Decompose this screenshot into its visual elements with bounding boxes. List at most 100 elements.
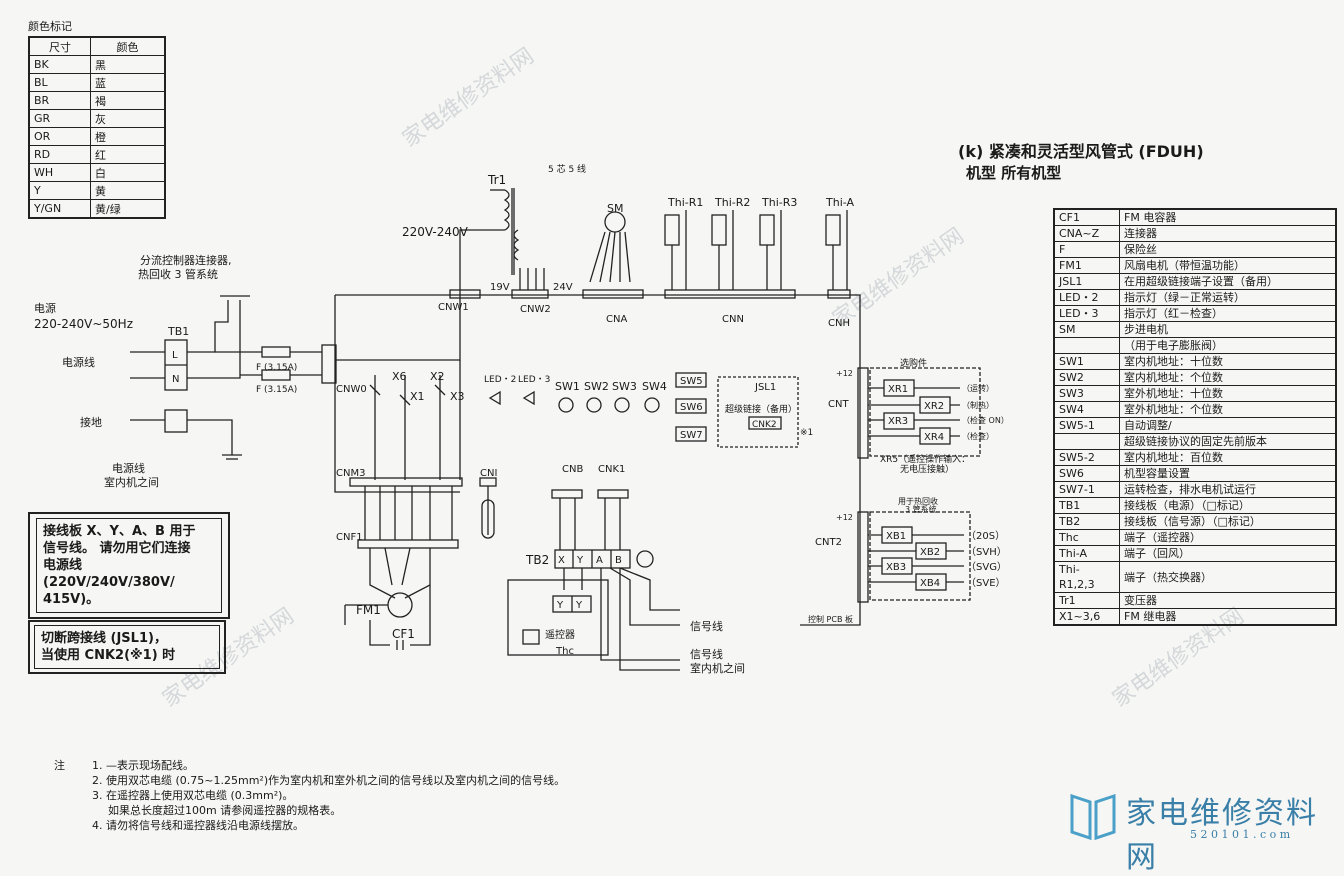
svg-text:Thi-R1: Thi-R1 — [667, 196, 703, 209]
power-line-label: 电源线 — [62, 355, 95, 369]
svg-text:A: A — [596, 555, 603, 566]
jsl-warning-box: 切断跨接线 (JSL1)， 当使用 CNK2(※1) 时 — [28, 620, 226, 674]
svg-text:CF1: CF1 — [392, 627, 415, 641]
svg-text:SW6: SW6 — [680, 402, 703, 413]
svg-text:XB1: XB1 — [886, 531, 906, 542]
code-table-row: （用于电子膨胀阀） — [1053, 337, 1337, 354]
page-title: (k) 紧凑和灵活型风管式 (FDUH) — [958, 142, 1204, 161]
svg-text:XR4: XR4 — [924, 432, 944, 443]
svg-text:控制 PCB 板: 控制 PCB 板 — [808, 614, 853, 624]
code-table-row: 超级链接协议的固定先前版本 — [1053, 433, 1337, 450]
site-logo: 家电维修资料网 5 2 0 1 0 1 . c o m — [1068, 786, 1338, 875]
color-legend-title: 颜色标记 — [28, 20, 72, 33]
svg-text:CNK2: CNK2 — [752, 420, 777, 430]
svg-text:Thi-R2: Thi-R2 — [714, 196, 750, 209]
svg-text:XB2: XB2 — [920, 547, 940, 558]
power-voltage: 220-240V~50Hz — [34, 317, 133, 331]
svg-text:XB3: XB3 — [886, 562, 906, 573]
svg-text:X2: X2 — [430, 370, 445, 383]
svg-text:XR3: XR3 — [888, 416, 908, 427]
wiring-diagram: 电源 220-240V~50Hz TB1 L N 电源线 接地 电源线 室内机之… — [34, 163, 1009, 675]
splitter-label-1: 分流控制器连接器, — [140, 253, 232, 267]
voltage-220-label: 220V-240V — [402, 225, 469, 239]
svg-text:CNH: CNH — [828, 318, 850, 329]
svg-text:CNM3: CNM3 — [336, 468, 365, 479]
svg-text:信号线: 信号线 — [690, 619, 723, 633]
signal-warning-box: 接线板 X、Y、A、B 用于 信号线。 请勿用它们连接 电源线 (220V/24… — [28, 512, 230, 619]
svg-text:+12: +12 — [836, 369, 853, 378]
svg-text:19V: 19V — [490, 282, 510, 293]
svg-text:CNI: CNI — [480, 468, 497, 479]
svg-text:（SVG）: （SVG） — [966, 561, 1007, 573]
color-table-header: 尺寸 颜色 — [28, 36, 166, 56]
svg-text:Y: Y — [576, 555, 584, 566]
tb1-label: TB1 — [167, 325, 189, 338]
svg-text:Y: Y — [575, 600, 583, 611]
logo-sub-text: 5 2 0 1 0 1 . c o m — [1190, 828, 1291, 841]
svg-text:B: B — [615, 555, 622, 566]
page-subtitle: 机型 所有机型 — [966, 164, 1062, 182]
between-units-label: 室内机之间 — [104, 475, 159, 489]
svg-text:无电压接触）: 无电压接触） — [900, 463, 954, 475]
svg-text:室内机之间: 室内机之间 — [690, 661, 745, 675]
svg-text:3 管系统: 3 管系统 — [905, 504, 937, 514]
svg-text:+12: +12 — [836, 513, 853, 522]
svg-text:F (3.15A): F (3.15A) — [256, 363, 297, 373]
svg-text:CNW0: CNW0 — [336, 384, 367, 395]
five-wire-label: 5 芯 5 线 — [548, 163, 586, 175]
svg-text:FM1: FM1 — [356, 603, 381, 617]
splitter-label-2: 热回收 3 管系统 — [138, 267, 218, 281]
svg-text:LED・2: LED・2 — [484, 375, 516, 385]
svg-text:※1: ※1 — [800, 428, 813, 438]
svg-text:CNN: CNN — [722, 314, 744, 325]
svg-text:超级链接（备用）: 超级链接（备用） — [725, 403, 797, 415]
svg-text:N: N — [172, 374, 179, 385]
svg-text:CNT2: CNT2 — [815, 537, 842, 548]
svg-text:Thc: Thc — [555, 646, 574, 657]
svg-text:CNA: CNA — [606, 314, 627, 325]
svg-text:24V: 24V — [553, 282, 573, 293]
svg-text:X6: X6 — [392, 370, 407, 383]
svg-text:Thi-A: Thi-A — [825, 196, 854, 209]
svg-text:CNW1: CNW1 — [438, 302, 469, 313]
svg-text:XR2: XR2 — [924, 401, 944, 412]
svg-text:CNB: CNB — [562, 464, 583, 475]
svg-text:X: X — [558, 555, 565, 566]
book-icon — [1070, 793, 1116, 841]
svg-text:XR5（遥控操作输入：: XR5（遥控操作输入： — [880, 453, 970, 465]
svg-text:（制热）: （制热） — [962, 400, 994, 410]
notes-label: 注 — [54, 759, 65, 772]
svg-text:Thi-R3: Thi-R3 — [761, 196, 797, 209]
svg-text:F (3.15A): F (3.15A) — [256, 385, 297, 395]
ground-label: 接地 — [80, 416, 102, 429]
svg-text:SW1: SW1 — [555, 380, 580, 393]
power-label: 电源 — [34, 301, 56, 315]
notes: 注 1. —表示现场配线。 2. 使用双芯电缆 (0.75~1.25mm²)作为… — [54, 759, 566, 832]
svg-text:（检查）: （检查） — [962, 431, 994, 441]
svg-text:遥控器: 遥控器 — [545, 628, 575, 641]
